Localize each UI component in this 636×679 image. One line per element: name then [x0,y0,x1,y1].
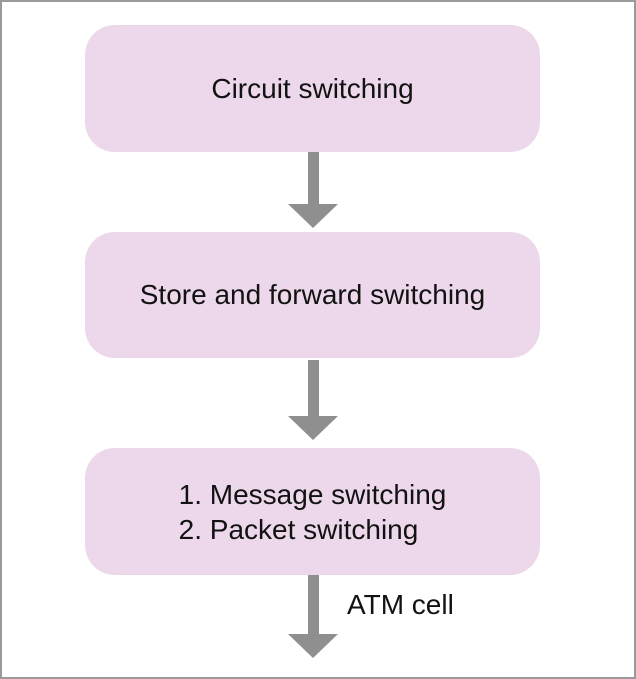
node-circuit-switching: Circuit switching [85,25,540,152]
arrow-label-atm-cell: ATM cell [347,589,454,620]
node-line-message-switching: 1. Message switching [178,478,447,510]
arrow-stem [307,360,319,416]
flow-arrow-2 [288,360,338,440]
node-message-packet-switching: 1. Message switching 2. Packet switching [85,448,540,575]
arrow-head-icon [288,634,338,658]
node-lines: 1. Message switching 2. Packet switching [179,477,447,547]
arrow-head-icon [288,204,338,228]
flow-arrow-1 [288,152,338,228]
node-store-and-forward-switching: Store and forward switching [85,232,540,358]
arrow-stem [307,152,319,204]
arrow-stem [307,575,319,634]
node-line-packet-switching: 2. Packet switching [178,513,419,545]
arrow-head-icon [288,416,338,440]
node-label: Circuit switching [211,72,414,104]
flow-arrow-3 [288,575,338,658]
node-label: Store and forward switching [139,279,486,311]
